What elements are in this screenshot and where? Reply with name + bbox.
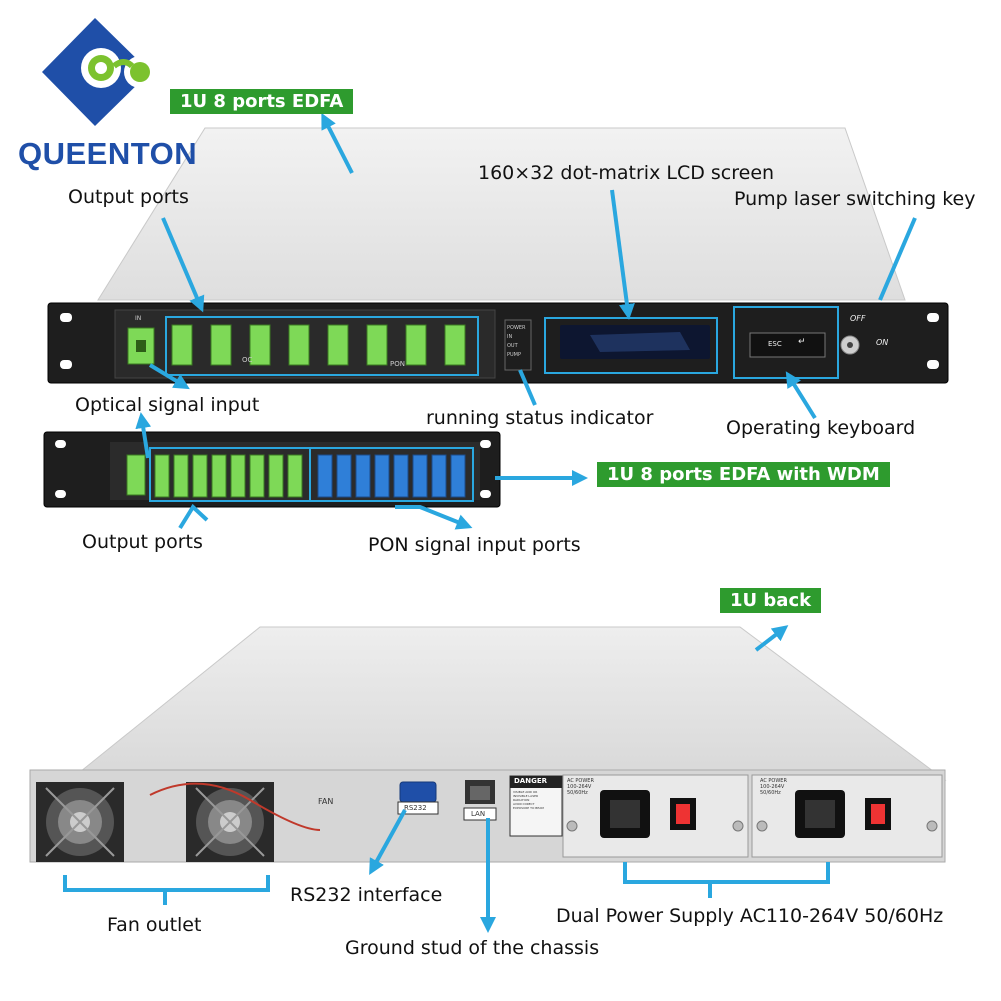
edfa-unit-back bbox=[29, 626, 947, 863]
indicator-out: OUT bbox=[507, 343, 518, 349]
edfa-unit-front bbox=[47, 127, 949, 384]
switch-on-label: ON bbox=[876, 338, 889, 347]
danger-text: VISIBLE AND OR INVISIBLE LASER RADIATION… bbox=[513, 790, 544, 810]
fan-2 bbox=[186, 782, 274, 862]
enter-key: ↵ bbox=[798, 337, 806, 347]
callout-optical-input: Optical signal input bbox=[75, 394, 260, 416]
callout-arrows bbox=[63, 112, 917, 933]
status-indicators: POWER IN OUT PUMP bbox=[507, 324, 526, 360]
lan-label: LAN bbox=[471, 810, 486, 818]
edfa-wdm-front bbox=[43, 431, 501, 508]
fan-label: FAN bbox=[318, 797, 334, 806]
brand-name: QUEENTON bbox=[18, 136, 198, 171]
tag-back: 1U back bbox=[720, 588, 822, 613]
callout-fan-outlet: Fan outlet bbox=[107, 914, 202, 936]
esc-key: ESC bbox=[768, 340, 782, 348]
callout-rs232: RS232 interface bbox=[290, 884, 443, 906]
fan-1 bbox=[36, 782, 124, 862]
callout-keyboard: Operating keyboard bbox=[726, 417, 916, 439]
rs232-label: RS232 bbox=[404, 804, 427, 812]
port-group-oc: OC bbox=[242, 356, 253, 364]
callout-pon-inputs: PON signal input ports bbox=[368, 534, 581, 556]
callout-lcd: 160×32 dot-matrix LCD screen bbox=[478, 162, 775, 184]
callout-dual-power: Dual Power Supply AC110-264V 50/60Hz bbox=[556, 905, 944, 927]
psu2-label: AC POWER 100-264V 50/60Hz bbox=[760, 778, 787, 796]
brand-logo bbox=[42, 18, 156, 126]
tag-edfa-wdm: 1U 8 ports EDFA with WDM bbox=[597, 462, 890, 487]
callout-running-status: running status indicator bbox=[426, 407, 654, 429]
callout-output-ports-wdm: Output ports bbox=[82, 531, 203, 553]
callout-pump-key: Pump laser switching key bbox=[734, 188, 976, 210]
tag-edfa: 1U 8 ports EDFA bbox=[170, 89, 354, 114]
indicator-power: POWER bbox=[507, 325, 526, 331]
input-port-label: IN bbox=[135, 315, 142, 322]
indicator-pump: PUMP bbox=[507, 352, 522, 358]
callout-output-ports: Output ports bbox=[68, 186, 189, 208]
danger-title: DANGER bbox=[514, 777, 548, 785]
indicator-in: IN bbox=[507, 334, 513, 340]
port-group-pon: PON bbox=[390, 360, 405, 368]
switch-off-label: OFF bbox=[850, 314, 866, 323]
psu1-label: AC POWER 100-264V 50/60Hz bbox=[567, 778, 594, 796]
callout-ground-stud: Ground stud of the chassis bbox=[345, 937, 600, 959]
